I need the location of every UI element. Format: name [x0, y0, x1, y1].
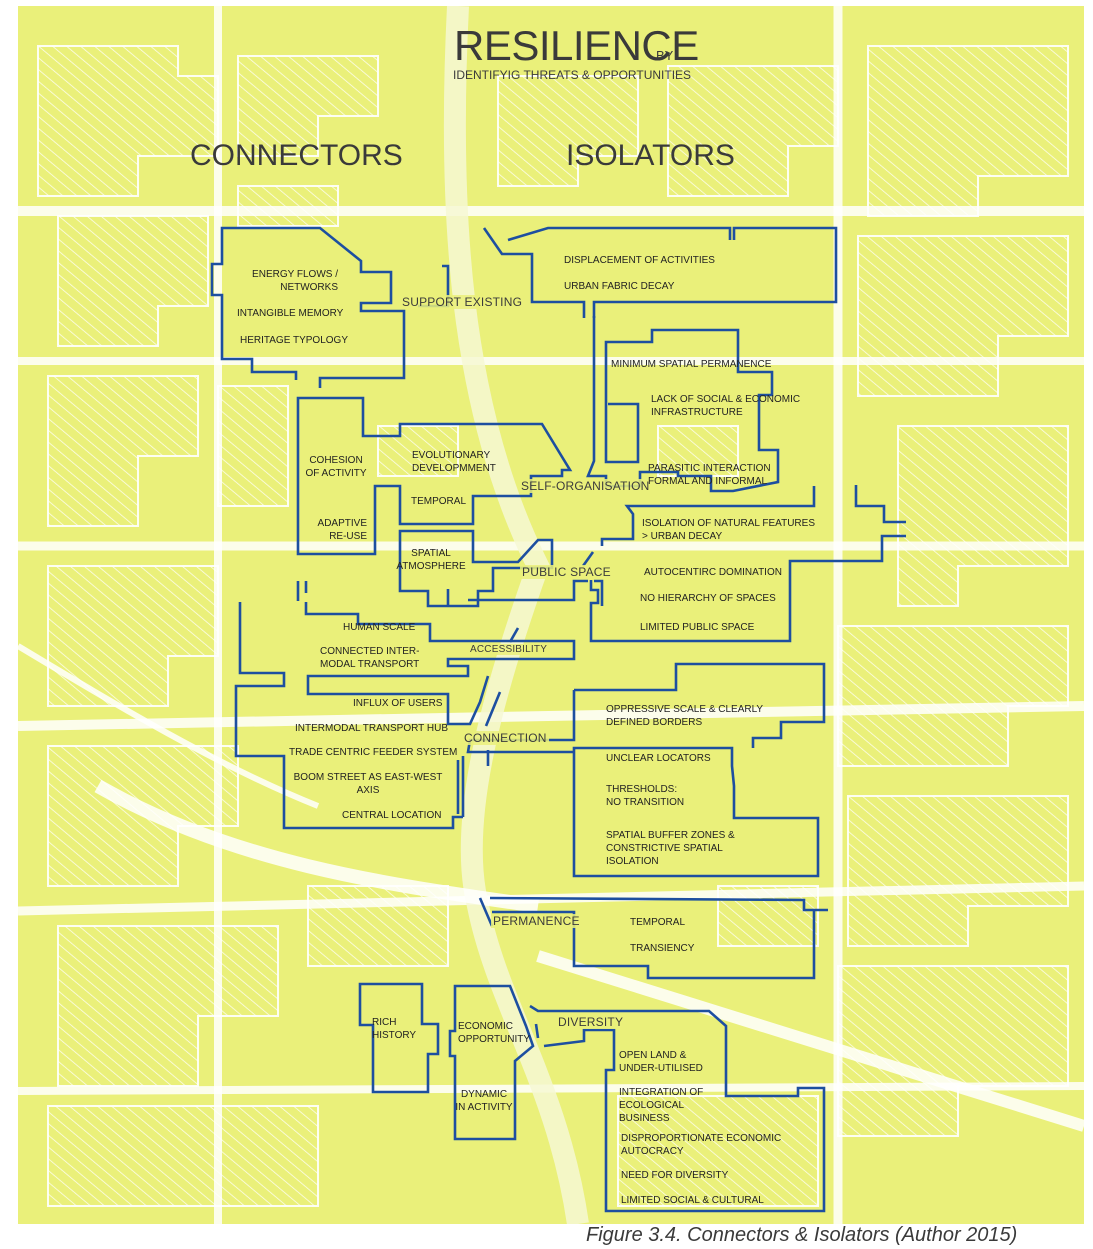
label-connected-transport: CONNECTED INTER- MODAL TRANSPORT [320, 646, 420, 670]
theme-connection: CONNECTION [462, 731, 549, 745]
outline-displacement [482, 226, 838, 318]
label-trade-centric: TRADE CENTRIC FEEDER SYSTEM [289, 747, 458, 758]
diagram-title: RESILIENCE [454, 22, 699, 69]
isolator-outlines [456, 226, 906, 1213]
outline-energy-flows [210, 226, 406, 388]
outline-diversity-isolators [529, 1004, 826, 1213]
label-disproportionate: DISPROPORTIONATE ECONOMIC AUTOCRACY [621, 1133, 782, 1157]
label-displacement: DISPLACEMENT OF ACTIVITIES [564, 255, 715, 266]
label-boom-street: BOOM STREET AS EAST-WEST AXIS [293, 772, 443, 796]
isolators-heading: ISOLATORS [566, 139, 735, 172]
theme-support-existing: SUPPORT EXISTING [400, 295, 525, 309]
label-economic-opportunity: ECONOMIC OPPORTUNITY [458, 1021, 531, 1045]
label-dynamic-activity: DYNAMIC IN ACTIVITY [455, 1089, 513, 1113]
label-limited-social: LIMITED SOCIAL & CULTURAL [621, 1195, 764, 1206]
outline-spatial-atmosphere [398, 529, 554, 608]
label-unclear-locators: UNCLEAR LOCATORS [606, 753, 711, 764]
label-open-land: OPEN LAND & UNDER-UTILISED [619, 1050, 703, 1074]
label-intangible-memory: INTANGIBLE MEMORY [237, 308, 344, 319]
label-integration-ecological: INTEGRATION OF ECOLOGICAL BUSINESS [619, 1087, 704, 1124]
outline-cohesion [296, 396, 573, 556]
title-suffix: BY [656, 48, 674, 63]
theme-diversity: DIVERSITY [556, 1015, 626, 1029]
label-min-spatial-permanence: MINIMUM SPATIAL PERMANENCE [611, 359, 772, 370]
diagram-outlines [210, 226, 906, 1213]
label-spatial-atmosphere: SPATIAL ATMOSPHERE [396, 548, 466, 572]
label-autocentric: AUTOCENTIRC DOMINATION [644, 567, 782, 578]
label-isolation-natural: ISOLATION OF NATURAL FEATURES > URBAN DE… [642, 518, 815, 542]
outline-isolation-natural [581, 485, 906, 643]
outline-permanence [478, 896, 828, 980]
label-heritage-typology: HERITAGE TYPOLOGY [240, 335, 348, 346]
theme-public-space: PUBLIC SPACE [520, 565, 613, 579]
label-central-location: CENTRAL LOCATION [342, 810, 442, 821]
figure-caption: Figure 3.4. Connectors & Isolators (Auth… [586, 1224, 1018, 1246]
label-intermodal-hub: INTERMODAL TRANSPORT HUB [295, 723, 448, 734]
label-transiency: TRANSIENCY [630, 943, 695, 954]
label-no-hierarchy: NO HIERARCHY OF SPACES [640, 593, 776, 604]
outline-connection-links [446, 579, 604, 817]
theme-permanence: PERMANENCE [491, 914, 582, 928]
connector-outlines [210, 226, 604, 1141]
theme-self-organisation: SELF-ORGANISATION [519, 479, 652, 493]
label-cohesion: COHESION OF ACTIVITY [305, 455, 367, 479]
label-human-scale: HUMAN SCALE [343, 622, 416, 633]
theme-accessibility: ACCESSIBILITY [468, 644, 550, 655]
diagram-subtitle: IDENTIFYIG THREATS & OPPORTUNITIES [453, 68, 692, 82]
outline-diversity-connectors [358, 982, 535, 1141]
label-need-diversity: NEED FOR DIVERSITY [621, 1170, 729, 1181]
label-urban-fabric-decay: URBAN FABRIC DECAY [564, 281, 675, 292]
connectors-heading: CONNECTORS [190, 139, 403, 172]
label-limited-public-space: LIMITED PUBLIC SPACE [640, 622, 755, 633]
label-buffer-zones: SPATIAL BUFFER ZONES & CONSTRICTIVE SPAT… [606, 830, 735, 867]
outline-human-scale [234, 581, 576, 830]
label-oppressive-scale: OPPRESSIVE SCALE & CLEARLY DEFINED BORDE… [606, 704, 764, 728]
label-influx: INFLUX OF USERS [353, 698, 443, 709]
city-blocks [37, 45, 1069, 1207]
label-rich-history: RICH HISTORY [372, 1017, 417, 1041]
diagram-poster: RESILIENCE BY IDENTIFYIG THREATS & OPPOR… [18, 6, 1084, 1224]
label-thresholds: THRESHOLDS: NO TRANSITION [606, 784, 685, 808]
label-adaptive-reuse: ADAPTIVE RE-USE [317, 518, 367, 542]
label-evolutionary: EVOLUTIONARY DEVELOPMMENT [412, 450, 496, 474]
label-temporal-isolator: TEMPORAL [630, 917, 686, 928]
label-parasitic: PARASITIC INTERACTION FORMAL AND INFORMA… [648, 463, 771, 487]
label-lack-infrastructure: LACK OF SOCIAL & ECONOMIC INFRASTRUCTURE [651, 394, 801, 418]
label-energy-flows: ENERGY FLOWS / NETWORKS [252, 269, 338, 293]
urban-fabric-map [18, 6, 1084, 1224]
label-temporal-connector: TEMPORAL [411, 496, 467, 507]
